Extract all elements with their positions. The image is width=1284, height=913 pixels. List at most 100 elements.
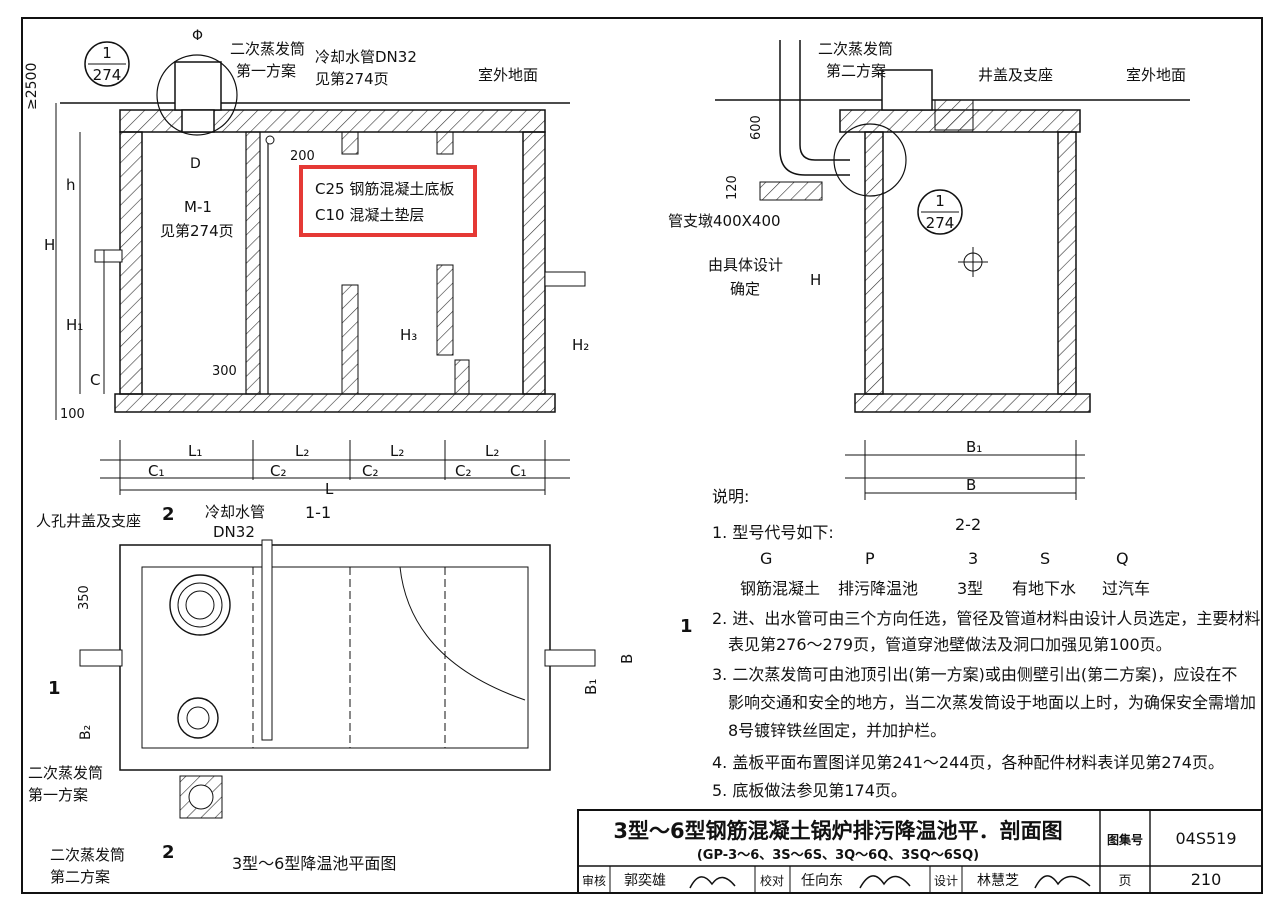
- dim-L: L: [325, 480, 334, 498]
- dim-B1: B₁: [966, 438, 982, 456]
- cut-1-right: 1: [680, 616, 693, 637]
- note-3c: 8号镀锌铁丝固定，并加护栏。: [728, 721, 947, 740]
- checker-signature: [859, 875, 911, 889]
- plan-manhole-label: 人孔井盖及支座: [36, 512, 141, 530]
- dim-350: 350: [77, 585, 92, 610]
- vent-pipe-2-label: 二次蒸发筒: [818, 40, 893, 58]
- plan-vent2b-label: 第二方案: [50, 868, 110, 886]
- dim-phi: Φ: [192, 28, 203, 44]
- note-5: 5. 底板做法参见第174页。: [712, 781, 907, 800]
- plan-vent1b-label: 第一方案: [28, 786, 88, 804]
- reviewer-name: 郭奕雄: [624, 872, 666, 889]
- dim-200: 200: [290, 149, 315, 164]
- dim-L1: L₁: [188, 442, 202, 460]
- dim-100: 100: [60, 407, 85, 422]
- dim-B: B: [966, 476, 976, 494]
- m1-ref-label: 见第274页: [160, 222, 234, 240]
- dim-C1-b: C₁: [510, 462, 527, 480]
- plan-title: 3型～6型降温池平面图: [232, 854, 396, 873]
- code-meaning-g: 钢筋混凝土: [740, 579, 821, 598]
- slab-label: C25 钢筋混凝土底板: [315, 180, 454, 198]
- dim-C2-b: C₂: [362, 462, 379, 480]
- dim-H2: H₂: [572, 336, 589, 354]
- code-letter-q: Q: [1116, 549, 1129, 568]
- designer-signature: [1034, 875, 1091, 889]
- drawing-title: 3型～6型钢筋混凝土锅炉排污降温池平．剖面图: [613, 819, 1062, 843]
- callout-2-num: 1: [935, 192, 945, 210]
- dim-B2: B₂: [78, 725, 94, 740]
- designer-name: 林慧芝: [977, 873, 1019, 889]
- design-label-tb: 设计: [934, 874, 958, 888]
- note-3b: 影响交通和安全的地方，当二次蒸发筒设于地面以上时，为确保安全需增加: [728, 693, 1257, 712]
- plan-view: 人孔井盖及支座 冷却水管 DN32 二次蒸发筒 第一方案 二次蒸发筒 第二方案 …: [28, 503, 693, 886]
- highlight-box: [299, 165, 477, 237]
- dim-300: 300: [212, 364, 237, 379]
- dim-H1: H₁: [66, 316, 83, 334]
- dim-d: D: [190, 156, 201, 172]
- dim-h: h: [66, 176, 76, 194]
- design-label: 由具体设计: [708, 256, 783, 274]
- check-label: 校对: [760, 873, 784, 888]
- dim-H3: H₃: [400, 326, 417, 344]
- dim-H: H: [44, 236, 55, 254]
- code-meaning-q: 过汽车: [1102, 579, 1151, 598]
- notes-heading: 说明:: [712, 487, 750, 506]
- plan-vent1-label: 二次蒸发筒: [28, 764, 103, 782]
- code-letter-p: P: [865, 549, 875, 568]
- manhole-label: 井盖及支座: [978, 66, 1053, 84]
- note-4: 4. 盖板平面布置图详见第241～244页，各种配件材料表详见第274页。: [712, 753, 1224, 772]
- note-2b: 表见第276～279页，管道穿池壁做法及洞口加强见第100页。: [728, 635, 1172, 654]
- section-1-1-title: 1-1: [305, 503, 331, 522]
- code-meaning-3: 3型: [957, 579, 984, 598]
- callout-num: 1: [102, 44, 112, 62]
- atlas-label: 图集号: [1107, 832, 1143, 847]
- code-meaning-s: 有地下水: [1012, 579, 1077, 598]
- dim-plan-B: B: [618, 654, 636, 664]
- cushion-label: C10 混凝土垫层: [315, 206, 424, 224]
- plan-cooling-b-label: DN32: [213, 523, 255, 541]
- vent-pipe-label-b: 第一方案: [236, 62, 296, 80]
- checker-name: 任向东: [801, 873, 843, 889]
- cut-1-left: 1: [48, 678, 61, 699]
- cut-2-top: 2: [162, 504, 175, 525]
- design-b-label: 确定: [730, 280, 760, 298]
- section-2-2-title: 2-2: [955, 515, 981, 534]
- note-3a: 3. 二次蒸发筒可由池顶引出(第一方案)或由侧壁引出(第二方案)，应设在不: [712, 665, 1238, 684]
- page-label: 页: [1118, 874, 1131, 889]
- dim-L2-a: L₂: [295, 442, 309, 460]
- code-letter-s: S: [1040, 549, 1051, 568]
- dim-C: C: [90, 371, 100, 389]
- note-2a: 2. 进、出水管可由三个方向任选，管径及管道材料由设计人员选定，主要材料: [712, 609, 1261, 628]
- page-number: 210: [1191, 870, 1222, 889]
- dim-ge2500: ≥2500: [24, 63, 40, 110]
- dim-C2-c: C₂: [455, 462, 472, 480]
- dim-C2-a: C₂: [270, 462, 287, 480]
- plan-cooling-label: 冷却水管: [205, 503, 265, 521]
- drawing-subtitle: (GP-3～6、3S～6S、3Q～6Q、3SQ～6SQ): [697, 848, 979, 863]
- dim-2-H: H: [810, 271, 821, 289]
- code-letter-3: 3: [968, 549, 979, 568]
- dim-L2-c: L₂: [485, 442, 499, 460]
- section-1-1: 1 274 二次蒸发筒 第一方案 冷却水管DN32 见第274页 室外地面 M-…: [24, 28, 589, 522]
- note-1: 1. 型号代号如下:: [712, 523, 834, 542]
- callout-2-page: 274: [926, 214, 955, 232]
- dim-120: 120: [725, 175, 740, 200]
- support-label: 管支墩400X400: [668, 212, 781, 230]
- vent-pipe-label: 二次蒸发筒: [230, 40, 305, 58]
- callout-page: 274: [93, 66, 122, 84]
- cut-2-bottom: 2: [162, 842, 175, 863]
- section-2-2: 1 274 二次蒸发筒 第二方案 井盖及支座 室外地面 管支墩400X400 由…: [668, 40, 1190, 534]
- m1-label: M-1: [184, 198, 212, 216]
- dim-L2-b: L₂: [390, 442, 404, 460]
- ground-2-label: 室外地面: [1126, 66, 1186, 84]
- title-block: 3型～6型钢筋混凝土锅炉排污降温池平．剖面图 (GP-3～6、3S～6S、3Q～…: [577, 809, 1263, 894]
- reviewer-signature: [689, 876, 736, 889]
- dim-600: 600: [749, 115, 764, 140]
- dim-plan-B1: B₁: [582, 679, 600, 695]
- code-letter-g: G: [760, 549, 773, 568]
- cooling-ref-label: 见第274页: [315, 70, 389, 88]
- review-label: 审核: [582, 873, 606, 888]
- dim-C1-a: C₁: [148, 462, 165, 480]
- plan-vent2-label: 二次蒸发筒: [50, 846, 125, 864]
- atlas-number: 04S519: [1175, 829, 1236, 848]
